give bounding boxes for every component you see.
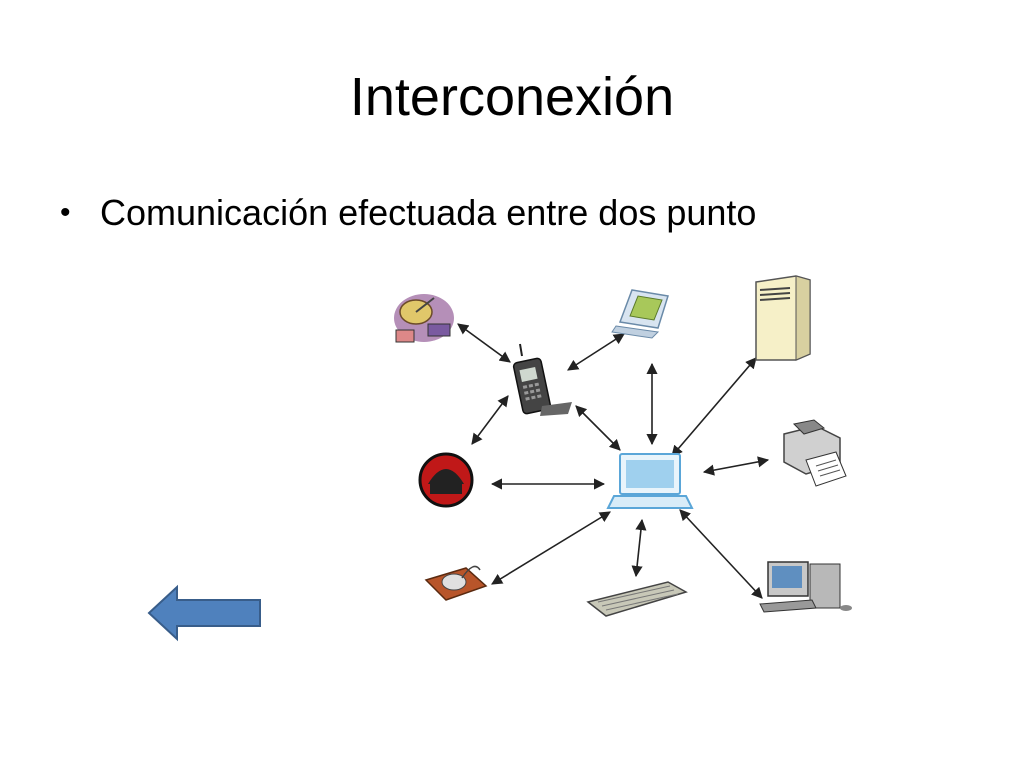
slide-title: Interconexión: [349, 67, 675, 127]
link-satellite-phone: [457, 323, 511, 363]
server-tower-icon: [755, 275, 811, 361]
back-arrow-button[interactable]: [146, 584, 264, 642]
bullet-dot-icon: •: [60, 196, 71, 229]
link-printer-laptop: [702, 456, 770, 476]
bullet-text: Comunicación efectuada entre dos punto: [100, 192, 757, 233]
link-mouse-laptop: [491, 511, 611, 585]
network-diagram: [394, 275, 852, 617]
left-arrow-icon: [147, 584, 261, 642]
modem-icon: [418, 452, 474, 508]
link-phone-laptop: [575, 405, 621, 451]
desktop-computer-icon: [759, 561, 852, 613]
keyboard-icon: [586, 581, 688, 617]
link-server-laptop: [671, 357, 757, 457]
link-keyboard-laptop: [631, 518, 647, 578]
mouse-icon: [424, 565, 488, 601]
satellite-dish-icon: [394, 294, 454, 343]
pda-icon: [611, 289, 669, 339]
link-phone-modem: [471, 395, 509, 445]
link-desktop-laptop: [679, 509, 763, 599]
cell-phone-icon: [512, 343, 572, 416]
printer-fax-icon: [783, 419, 847, 487]
laptop-icon: [606, 453, 694, 509]
bullet-item: • Comunicación efectuada entre dos punto: [60, 188, 756, 238]
link-phone-pda: [567, 333, 625, 371]
